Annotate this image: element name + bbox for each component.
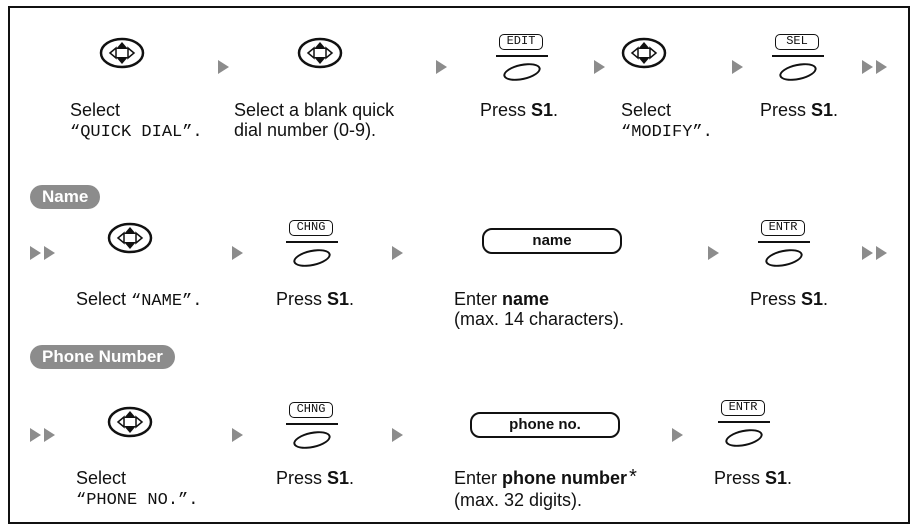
soft-key-label: EDIT bbox=[499, 34, 543, 50]
phone-number-field: phone no. bbox=[470, 412, 620, 438]
soft-key-label: ENTR bbox=[721, 400, 765, 416]
soft-key-label: CHNG bbox=[289, 220, 333, 236]
soft-key-chng: CHNG bbox=[286, 402, 338, 454]
soft-key-edit: EDIT bbox=[496, 34, 548, 86]
name-field: name bbox=[482, 228, 622, 254]
soft-key-label: CHNG bbox=[289, 402, 333, 418]
caption: Select “QUICK DIAL”. bbox=[70, 100, 203, 142]
arrow-icon bbox=[708, 246, 719, 260]
navigator-key-icon bbox=[107, 406, 153, 438]
section-tag-phone-number: Phone Number bbox=[30, 345, 175, 369]
soft-key-label: SEL bbox=[775, 34, 819, 50]
navigator-key-icon bbox=[621, 37, 667, 69]
arrow-icon bbox=[392, 246, 403, 260]
soft-button-icon bbox=[501, 60, 543, 84]
arrow-icon bbox=[436, 60, 447, 74]
soft-key-chng: CHNG bbox=[286, 220, 338, 272]
soft-button-icon bbox=[723, 426, 765, 450]
soft-key-entr: ENTR bbox=[718, 400, 770, 452]
navigator-key-icon bbox=[99, 37, 145, 69]
continue-arrow-icon bbox=[862, 60, 892, 74]
arrow-icon bbox=[232, 246, 243, 260]
soft-key-sel: SEL bbox=[772, 34, 824, 86]
caption: Press S1. bbox=[276, 289, 355, 309]
caption: Press S1. bbox=[750, 289, 829, 309]
soft-button-icon bbox=[763, 246, 805, 270]
procedure-diagram: EDIT SEL Select “QUICK DIAL”. Select a b… bbox=[8, 6, 910, 524]
arrow-icon bbox=[732, 60, 743, 74]
continue-arrow-icon bbox=[30, 246, 60, 260]
soft-button-icon bbox=[291, 246, 333, 270]
section-tag-name: Name bbox=[30, 185, 101, 209]
arrow-icon bbox=[218, 60, 229, 74]
arrow-icon bbox=[392, 428, 403, 442]
caption: Press S1. bbox=[480, 100, 559, 120]
soft-key-label: ENTR bbox=[761, 220, 805, 236]
caption: Select “NAME”. bbox=[76, 289, 203, 311]
soft-key-entr: ENTR bbox=[758, 220, 810, 272]
caption: Enter name (max. 14 characters). bbox=[454, 289, 625, 329]
arrow-icon bbox=[672, 428, 683, 442]
caption: Select a blank quick dial number (0-9). bbox=[234, 100, 395, 140]
continue-arrow-icon bbox=[862, 246, 892, 260]
navigator-key-icon bbox=[297, 37, 343, 69]
arrow-icon bbox=[232, 428, 243, 442]
caption: Press S1. bbox=[714, 468, 793, 488]
navigator-key-icon bbox=[107, 222, 153, 254]
caption: Press S1. bbox=[760, 100, 839, 120]
arrow-icon bbox=[594, 60, 605, 74]
caption: Select “PHONE NO.”. bbox=[76, 468, 199, 510]
caption: Select “MODIFY”. bbox=[621, 100, 713, 142]
soft-button-icon bbox=[777, 60, 819, 84]
caption: Press S1. bbox=[276, 468, 355, 488]
soft-button-icon bbox=[291, 428, 333, 452]
continue-arrow-icon bbox=[30, 428, 60, 442]
caption: Enter phone number* (max. 32 digits). bbox=[454, 468, 640, 510]
